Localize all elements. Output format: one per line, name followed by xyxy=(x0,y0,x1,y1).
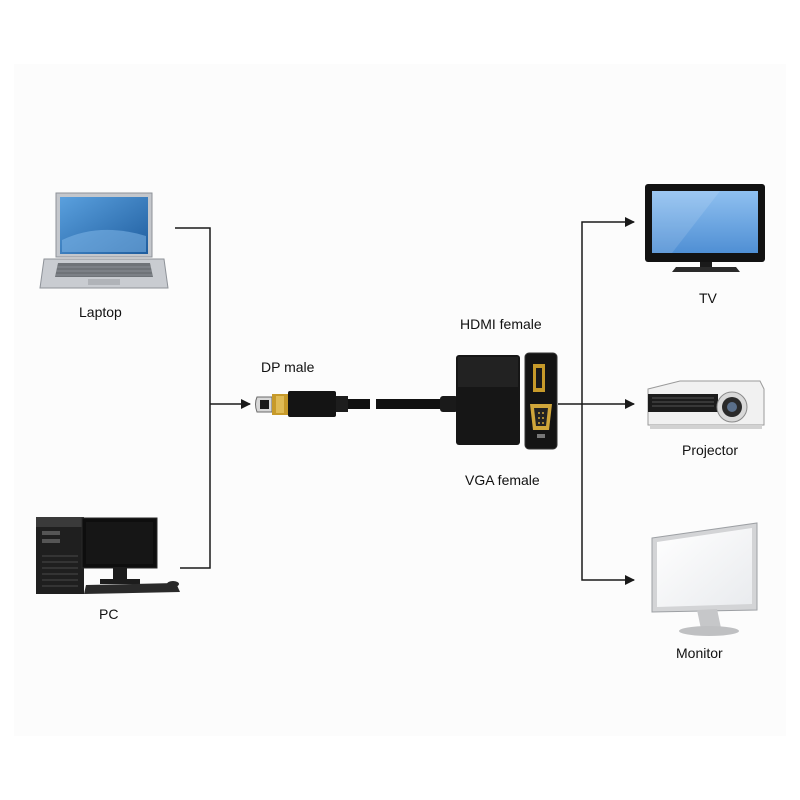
laptop-icon xyxy=(39,192,169,289)
tv-icon xyxy=(645,184,765,272)
monitor-icon xyxy=(651,522,758,636)
label-hdmi-female: HDMI female xyxy=(460,316,542,332)
label-monitor: Monitor xyxy=(676,645,723,661)
label-pc: PC xyxy=(99,606,119,622)
pc-icon xyxy=(36,517,180,594)
adapter-icon xyxy=(456,352,558,450)
input-connector-lines xyxy=(175,227,251,569)
label-projector: Projector xyxy=(682,442,739,458)
label-vga-female: VGA female xyxy=(465,472,540,488)
adapter-cable xyxy=(348,396,458,412)
projector-icon xyxy=(647,380,765,429)
output-connector-lines xyxy=(558,217,635,585)
label-dp-male: DP male xyxy=(261,359,315,375)
label-tv: TV xyxy=(699,290,717,306)
dp-plug-icon xyxy=(255,391,348,417)
label-laptop: Laptop xyxy=(79,304,122,320)
